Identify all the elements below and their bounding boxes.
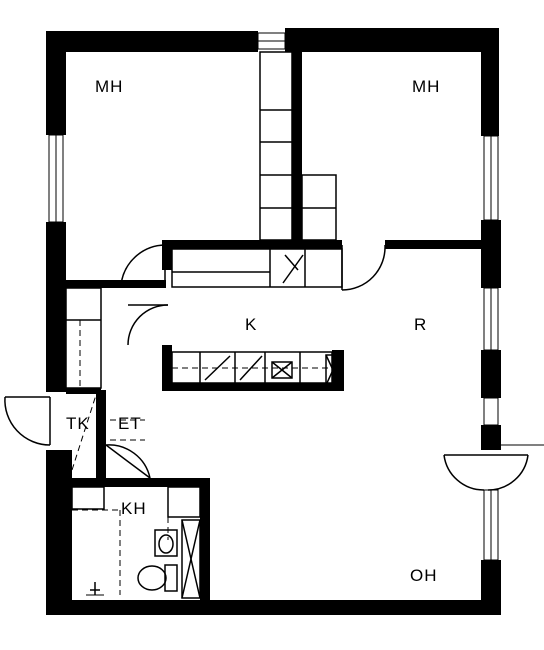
exterior-walls [46, 28, 501, 615]
room-label-k: K [245, 315, 258, 334]
windows [48, 32, 499, 561]
room-label-oh: OH [410, 566, 438, 585]
wardrobes [65, 51, 337, 389]
room-label-mh-right: MH [412, 77, 441, 96]
room-label-mh-left: MH [95, 77, 124, 96]
bathroom-fixtures [71, 486, 201, 599]
room-label-et: ET [118, 414, 142, 433]
doors [4, 244, 544, 491]
kitchen-fixtures [171, 248, 343, 386]
room-label-r: R [414, 315, 428, 334]
room-label-tk: TK [66, 414, 90, 433]
interior-walls [66, 52, 485, 610]
room-label-kh: KH [121, 499, 147, 518]
